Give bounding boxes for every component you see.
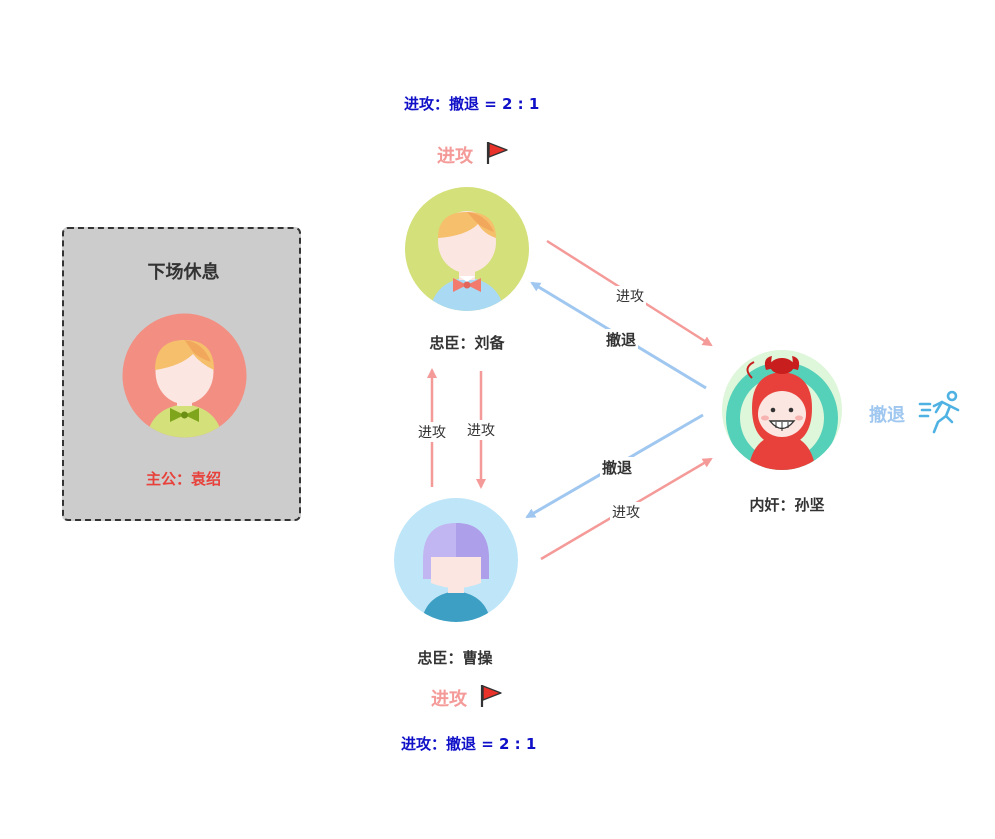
caocao-avatar: [394, 498, 518, 622]
devil-horns-icon: [746, 356, 800, 379]
lord-label: 主公：袁绍: [145, 470, 221, 488]
caocao-name: 忠臣：曹操: [417, 649, 493, 667]
liubei-attack-badge: 进攻: [437, 146, 473, 167]
edge-label-sj-to-cc: 撤退: [600, 457, 635, 478]
yuanshao-avatar: [122, 313, 247, 438]
caocao-attack-badge: 进攻: [431, 689, 467, 710]
edge-label-sj-to-lb: 撤退: [604, 329, 639, 350]
sunjian-retreat-badge: 撤退: [869, 405, 905, 426]
edge-label-cc-to-sj: 进攻: [610, 502, 642, 522]
sunjian-name: 内奸：孙坚: [749, 496, 825, 514]
edge-label-lb-to-sj: 进攻: [614, 286, 646, 306]
sunjian-avatar: [722, 350, 842, 470]
running-person-icon: [918, 390, 960, 434]
bench-title: 下场休息: [147, 262, 220, 283]
edge-label-cc-to-lb: 进攻: [416, 422, 448, 442]
edge-label-lb-to-cc: 进攻: [465, 420, 497, 440]
liubei-ratio: 进攻：撤退 = 2 : 1: [404, 95, 540, 113]
liubei-name: 忠臣：刘备: [429, 334, 505, 352]
flag-icon: [480, 685, 502, 707]
liubei-avatar: [405, 187, 529, 311]
flag-icon: [486, 142, 508, 164]
caocao-ratio: 进攻：撤退 = 2 : 1: [401, 735, 537, 753]
